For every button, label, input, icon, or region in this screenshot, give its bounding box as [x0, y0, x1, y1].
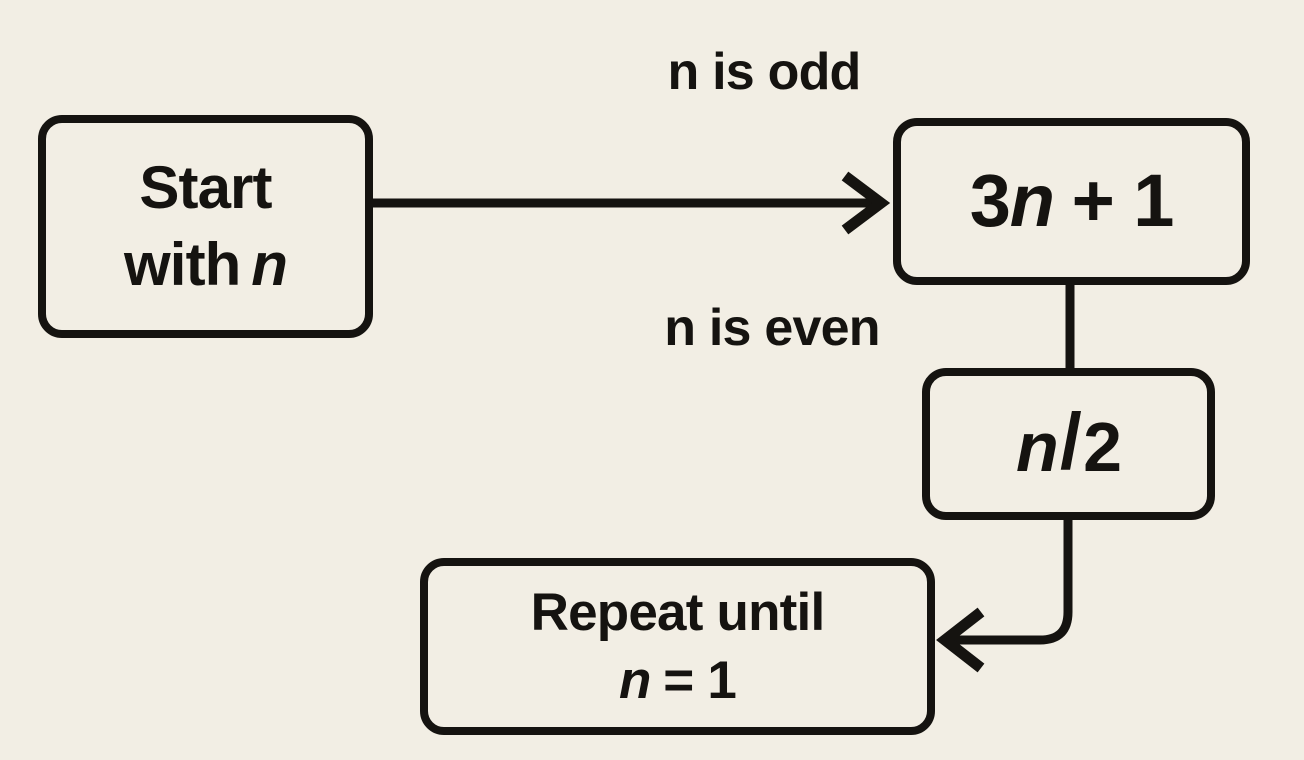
- start-line2-text: with: [124, 230, 241, 298]
- repeat-line1: Repeat until: [530, 579, 826, 647]
- odd-variable-n: n: [1009, 159, 1055, 243]
- edge-label-n-is-even: n is even: [664, 299, 880, 357]
- odd-suffix: + 1: [1071, 159, 1175, 243]
- half-denominator: 2: [1083, 407, 1122, 486]
- divide-slash: /: [1060, 397, 1082, 486]
- connector-n2-to-repeat: [952, 516, 1073, 645]
- repeat-label: Repeat until: [530, 582, 826, 642]
- odd-expression: 3n+ 1: [969, 154, 1175, 249]
- arrowhead-left-icon: [936, 607, 985, 673]
- repeat-equals-one: = 1: [663, 650, 737, 710]
- node-3n-plus-1: 3n+ 1: [893, 118, 1250, 285]
- start-label: Start: [139, 153, 272, 221]
- repeat-variable-n: n: [618, 650, 651, 710]
- half-variable-n: n: [1015, 407, 1059, 486]
- start-variable-n: n: [251, 230, 288, 298]
- start-line1: Start: [139, 150, 272, 227]
- edge-label-n-is-odd: n is odd: [667, 43, 861, 101]
- odd-coefficient: 3: [969, 159, 1011, 243]
- half-expression: n/2: [1015, 394, 1122, 494]
- arrowhead-right-icon: [841, 171, 891, 235]
- node-n-over-2: n/2: [922, 368, 1215, 520]
- repeat-line2: n= 1: [618, 647, 737, 715]
- node-repeat-until-n-equals-1: Repeat until n= 1: [420, 558, 935, 735]
